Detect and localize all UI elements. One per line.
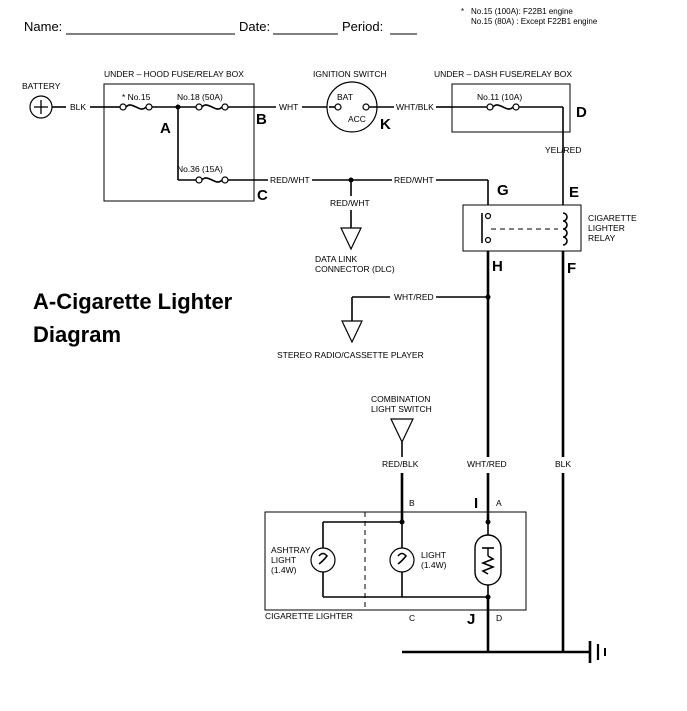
point-b: B <box>256 111 267 128</box>
pin-c: C <box>409 613 415 623</box>
point-g: G <box>497 182 509 199</box>
dlc-label-1: DATA LINK <box>315 254 358 264</box>
note-line-1: No.15 (100A): F22B1 engine <box>471 7 573 16</box>
note-line-2: No.15 (80A) : Except F22B1 engine <box>471 17 598 26</box>
relay-coil-icon <box>562 212 568 246</box>
relay-label-3: RELAY <box>588 233 616 243</box>
acc-label: ACC <box>348 114 366 124</box>
wire-label-blk-ground: BLK <box>555 459 571 469</box>
pin-a: A <box>496 498 502 508</box>
fuse11-label: No.11 (10A) <box>477 92 522 102</box>
wire-label-wht-red-2: WHT/RED <box>467 459 507 469</box>
hood-box-label: UNDER – HOOD FUSE/RELAY BOX <box>104 69 244 79</box>
wire-label-red-wht-2: RED/WHT <box>394 175 434 185</box>
ignition-switch-icon <box>326 81 378 133</box>
date-label: Date: <box>239 19 270 34</box>
point-f: F <box>567 260 576 277</box>
period-label: Period: <box>342 19 383 34</box>
ashtray-bulb-icon <box>310 547 336 573</box>
wire-label-blk-battery: BLK <box>70 102 86 112</box>
point-d: D <box>576 104 587 121</box>
ignition-label: IGNITION SWITCH <box>313 69 387 79</box>
fuse18-label: No.18 (50A) <box>177 92 223 102</box>
point-h: H <box>492 258 503 275</box>
fuse15-icon <box>119 103 153 111</box>
battery-icon <box>29 95 53 119</box>
wire-label-yel-red: YEL/RED <box>545 145 581 155</box>
name-label: Name: <box>24 19 62 34</box>
light-bulb-icon <box>389 547 415 573</box>
title-line-1: A-Cigarette Lighter <box>33 289 233 314</box>
title-line-2: Diagram <box>33 322 121 347</box>
stereo-label: STEREO RADIO/CASSETTE PLAYER <box>277 350 424 360</box>
stereo-connector-icon <box>341 320 363 344</box>
dash-fuse-box <box>451 83 571 133</box>
cigarette-lighter-relay <box>462 204 582 252</box>
wire-label-wht-red-1: WHT/RED <box>394 292 434 302</box>
dash-box-label: UNDER – DASH FUSE/RELAY BOX <box>434 69 572 79</box>
wire-label-red-wht-3: RED/WHT <box>330 198 370 208</box>
cigarette-lighter-assembly <box>264 511 527 611</box>
combo-label-2: LIGHT SWITCH <box>371 404 432 414</box>
ashtray-label-3: (1.4W) <box>271 565 297 575</box>
lighter-label: CIGARETTE LIGHTER <box>265 611 353 621</box>
ground-icon <box>588 641 606 663</box>
light-label-1: LIGHT <box>421 550 446 560</box>
point-k: K <box>380 116 391 133</box>
fuse36-icon <box>195 176 229 184</box>
note-star: * <box>461 7 464 16</box>
combo-label-1: COMBINATION <box>371 394 430 404</box>
combo-switch-icon <box>390 418 414 444</box>
point-a: A <box>160 120 171 137</box>
point-j: J <box>467 611 475 628</box>
point-i: I <box>474 495 478 512</box>
pin-d: D <box>496 613 502 623</box>
dlc-connector-icon <box>340 227 362 251</box>
fuse18-icon <box>195 103 229 111</box>
fuse15-label: * No.15 <box>122 92 151 102</box>
wire-label-wht: WHT <box>279 102 298 112</box>
point-e: E <box>569 184 579 201</box>
battery-label: BATTERY <box>22 81 61 91</box>
heating-element-icon <box>474 534 502 586</box>
wire-label-wht-blk: WHT/BLK <box>396 102 434 112</box>
dlc-label-2: CONNECTOR (DLC) <box>315 264 395 274</box>
fuse11-icon <box>486 103 520 111</box>
hood-fuse-box <box>103 83 255 202</box>
wire-label-red-blk: RED/BLK <box>382 459 419 469</box>
bat-label: BAT <box>337 92 353 102</box>
wire-label-red-wht-1: RED/WHT <box>270 175 310 185</box>
light-label-2: (1.4W) <box>421 560 447 570</box>
relay-label-1: CIGARETTE <box>588 213 637 223</box>
ashtray-label-2: LIGHT <box>271 555 296 565</box>
relay-contact-icon <box>481 212 492 244</box>
ashtray-label-1: ASHTRAY <box>271 545 311 555</box>
point-c: C <box>257 187 268 204</box>
relay-label-2: LIGHTER <box>588 223 625 233</box>
pin-b: B <box>409 498 415 508</box>
fuse36-label: No.36 (15A) <box>177 164 223 174</box>
